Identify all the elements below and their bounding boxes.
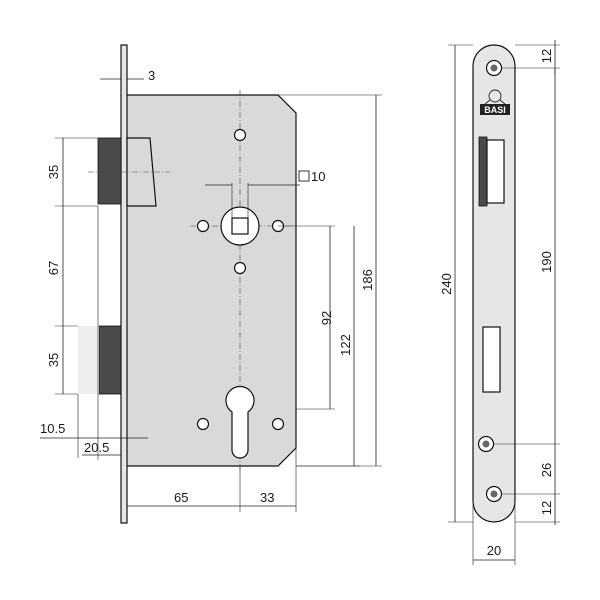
screw-hole-upper (233, 128, 247, 142)
dim-top-hole: 12 (539, 49, 554, 63)
dim-bottom-hole: 12 (539, 501, 554, 515)
cylinder-cutout (225, 385, 255, 459)
bolt-opening (482, 326, 501, 393)
dead-bolt-extended (78, 326, 99, 394)
dim-overall-length: 240 (439, 273, 454, 295)
dim-plate-width: 20 (487, 543, 501, 558)
latch-bolt (97, 137, 122, 205)
side-view: BASI 240 12 190 26 12 20 (439, 40, 560, 565)
screw-hole-lower-right (271, 417, 285, 431)
dim-distance-122: 122 (338, 334, 353, 356)
screw-hole-left (196, 219, 210, 233)
dim-bolt-throw: 10.5 (40, 421, 65, 436)
dim-cylinder-offset: 33 (260, 490, 274, 505)
dim-lower-hole: 26 (539, 463, 554, 477)
dim-case-height: 186 (360, 269, 375, 291)
latch-bevel (126, 137, 157, 207)
dim-latch-throw: 20.5 (84, 440, 109, 455)
faceplate (120, 44, 128, 524)
dim-screw-spacing: 190 (539, 251, 554, 273)
dim-distance-92: 92 (319, 311, 334, 325)
latch-slot (478, 136, 488, 207)
front-view: 3 35 67 35 10.5 20.5 65 33 10 (40, 44, 382, 524)
dead-bolt (98, 325, 122, 395)
dim-backset: 65 (174, 490, 188, 505)
latch-opening (486, 139, 505, 204)
brand-logo-icon: BASI (480, 89, 510, 115)
screw-hole-lower-left (196, 417, 210, 431)
brand-label: BASI (484, 105, 506, 115)
dim-latch-to-bolt: 67 (46, 261, 61, 275)
dim-faceplate-thickness: 3 (148, 68, 155, 83)
square-symbol (298, 170, 310, 182)
dim-spindle-square: 10 (311, 169, 325, 184)
faceplate-front (472, 44, 516, 523)
dim-latch-height: 35 (46, 165, 61, 179)
spindle-square (231, 217, 249, 235)
screw-hole-middle (233, 261, 247, 275)
dim-bolt-height: 35 (46, 353, 61, 367)
